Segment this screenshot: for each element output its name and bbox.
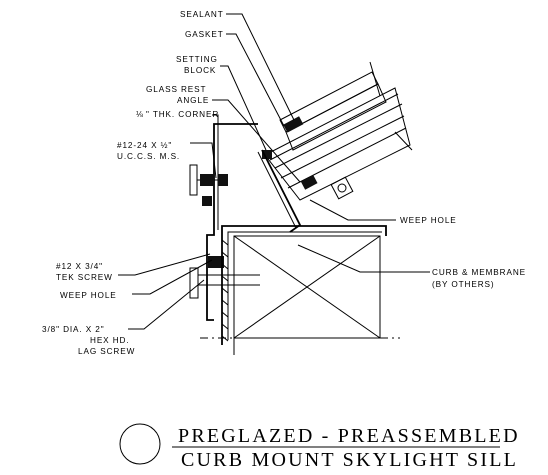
sealant-bead <box>283 116 304 133</box>
curb-block <box>233 235 381 339</box>
label-tek-screw-line1: #12 X 3/4" <box>56 262 103 271</box>
glass-rest-angle-inner <box>257 151 297 229</box>
leader-lag-screw <box>128 279 205 330</box>
membrane-outer <box>221 225 387 345</box>
leader-setting-block <box>220 65 267 151</box>
nut-upper <box>200 174 214 186</box>
leader-curb <box>297 244 430 273</box>
label-glass-rest-line2: ANGLE <box>177 96 209 105</box>
label-curb-line2: (BY OTHERS) <box>432 280 495 289</box>
tek-screw-body <box>208 256 224 268</box>
title-block: PREGLAZED - PREASSEMBLED CURB MOUNT SKYL… <box>119 423 520 471</box>
leader-weep-hole-right <box>309 199 396 221</box>
washer-upper <box>218 174 228 186</box>
label-weep-hole-right: WEEP HOLE <box>400 216 457 225</box>
label-tek-screw-line2: TEK SCREW <box>56 273 113 282</box>
label-lag-screw-line1: 3/8" DIA. X 2" <box>42 325 105 334</box>
glass-rest-angle <box>261 149 302 233</box>
membrane-inner <box>227 231 382 340</box>
label-sealant: SEALANT <box>180 10 224 19</box>
annotations: SEALANT GASKET SETTING BLOCK GLASS REST … <box>42 10 526 356</box>
frame-line-2 <box>274 103 403 169</box>
curb-membrane <box>200 225 400 355</box>
corner-angle <box>206 123 258 321</box>
glazing-panel <box>257 61 413 233</box>
gasket-block <box>262 150 272 159</box>
label-curb-line1: CURB & MEMBRANE <box>432 268 526 277</box>
leader-lines <box>118 13 430 330</box>
label-glass-rest-line1: GLASS REST <box>146 85 206 94</box>
break-line-bottom <box>394 131 413 151</box>
detail-circle <box>119 423 161 465</box>
label-12-24-line2: U.C.C.S. M.S. <box>117 152 180 161</box>
leader-sealant <box>226 13 295 121</box>
sill-fastener-head <box>337 183 347 193</box>
screw-upper <box>202 196 212 206</box>
frame-line-3 <box>280 115 405 179</box>
frame-line-1 <box>269 93 399 161</box>
label-12-24-line1: #12-24 X ½" <box>117 141 172 150</box>
bolt-head-upper <box>189 164 198 196</box>
setting-block <box>300 175 318 190</box>
label-gasket: GASKET <box>185 30 224 39</box>
break-line-top <box>369 61 381 97</box>
title-line1: PREGLAZED - PREASSEMBLED <box>178 425 520 447</box>
leader-gasket <box>226 33 285 127</box>
leader-corner <box>212 114 219 128</box>
label-lag-screw-line3: LAG SCREW <box>78 347 135 356</box>
lag-screw-head <box>189 267 199 299</box>
leader-12-24 <box>190 142 217 179</box>
leader-tek-screw <box>118 253 211 276</box>
leader-weep-hole-left <box>132 259 213 295</box>
frame-line-4 <box>287 127 407 189</box>
label-setting-block-line2: BLOCK <box>184 66 216 75</box>
label-corner-prefix: ⅛ <box>136 110 144 119</box>
label-setting-block-line1: SETTING <box>176 55 218 64</box>
sill-fastener <box>330 176 354 200</box>
glass-pane-lower <box>285 83 387 151</box>
label-lag-screw-line2: HEX HD. <box>90 336 130 345</box>
frame-outline <box>264 87 411 201</box>
corner-angle-assembly <box>189 123 260 321</box>
label-weep-hole-left: WEEP HOLE <box>60 291 117 300</box>
label-corner-text: " THK. CORNER <box>146 110 219 119</box>
title-line2: CURB MOUNT SKYLIGHT SILL <box>181 449 518 471</box>
curb-cross-2 <box>233 235 381 339</box>
leader-glass-rest <box>212 99 301 183</box>
